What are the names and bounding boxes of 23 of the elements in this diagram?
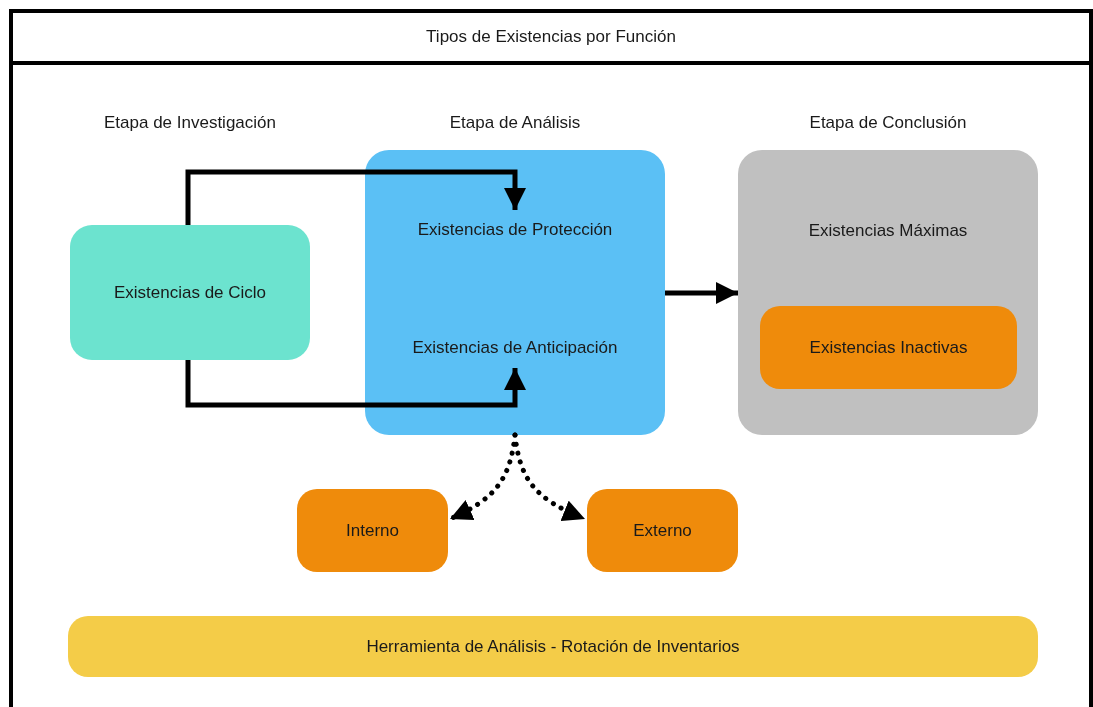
node-text: Externo bbox=[633, 519, 692, 542]
node-text: Interno bbox=[346, 519, 399, 542]
tool-bar bbox=[68, 616, 1038, 677]
stage-box bbox=[365, 150, 665, 435]
title: Tipos de Existencias por Función bbox=[426, 26, 676, 49]
stage-heading: Etapa de Investigación bbox=[103, 112, 277, 134]
process-box bbox=[70, 225, 310, 360]
node-text: Existencias de Protección bbox=[417, 219, 613, 242]
stage-heading: Etapa de Análisis bbox=[448, 112, 582, 134]
stage-box bbox=[738, 150, 1038, 435]
node-text: Existencias de Anticipación bbox=[412, 337, 618, 360]
node-text: Existencias de Ciclo bbox=[113, 281, 267, 304]
stage-heading: Etapa de Conclusión bbox=[808, 112, 968, 134]
node-text: Existencias Máximas bbox=[808, 220, 968, 242]
arrow bbox=[185, 360, 526, 408]
process-box bbox=[297, 489, 448, 572]
process-box bbox=[760, 306, 1017, 389]
node-text: Herramienta de Análisis - Rotación de Inventarios bbox=[366, 635, 740, 658]
dotted-arrow bbox=[512, 432, 588, 522]
process-box bbox=[587, 489, 738, 572]
arrow bbox=[665, 282, 738, 304]
arrow bbox=[185, 169, 526, 225]
node-text: Existencias Inactivas bbox=[809, 336, 968, 359]
